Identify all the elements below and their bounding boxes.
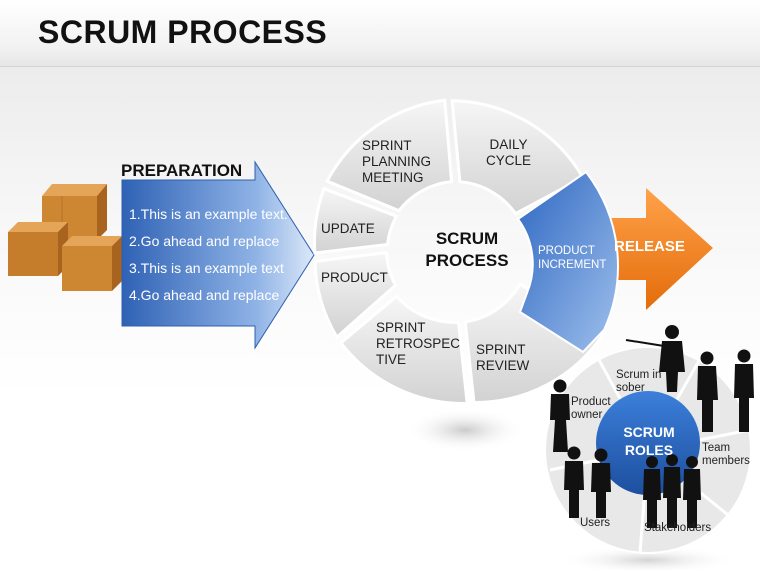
label-line: TIVE bbox=[376, 352, 407, 367]
segment-product bbox=[313, 250, 398, 340]
role-product-owner: Product owner bbox=[571, 396, 611, 422]
label-line: REVIEW bbox=[476, 358, 530, 373]
preparation-item: 3.This is an example text bbox=[129, 260, 284, 276]
cycle-center-label: SCRUM PROCESS bbox=[414, 228, 520, 272]
release-arrow bbox=[600, 188, 713, 310]
role-users: Users bbox=[580, 517, 611, 529]
label-line: owner bbox=[571, 409, 603, 421]
label-product-increment: PRODUCT INCREMENT bbox=[538, 244, 606, 272]
stakeholder-silhouette bbox=[683, 456, 701, 528]
team-member-silhouette bbox=[697, 351, 718, 432]
label-line: SPRINT bbox=[376, 320, 426, 335]
people-silhouettes bbox=[550, 325, 754, 528]
label-line: Team bbox=[702, 442, 731, 454]
label-line: members bbox=[702, 455, 750, 467]
label-line: Scrum in bbox=[616, 369, 662, 381]
roles-center-label: SCRUM ROLES bbox=[614, 423, 684, 459]
preparation-item: 4.Go ahead and replace bbox=[129, 287, 280, 303]
user-silhouette bbox=[564, 446, 584, 518]
preparation-title: PREPARATION bbox=[121, 161, 243, 180]
label-sprint-planning: SPRINT PLANNING MEETING bbox=[362, 138, 431, 186]
label-update: UPDATE bbox=[321, 221, 375, 236]
role-team-members: Team members bbox=[702, 442, 750, 468]
label-line: SCRUM bbox=[623, 424, 675, 440]
preparation-arrow bbox=[121, 160, 315, 350]
label-line: MEETING bbox=[362, 170, 424, 185]
label-line: PLANNING bbox=[362, 154, 432, 169]
preparation-item: 2.Go ahead and replace bbox=[129, 233, 280, 249]
label-line: CYCLE bbox=[486, 153, 532, 168]
label-product: PRODUCT bbox=[321, 270, 388, 285]
label-daily-cycle: DAILY CYCLE bbox=[486, 137, 531, 169]
package-boxes-icon bbox=[8, 184, 122, 291]
segment-sprint-retrospective bbox=[338, 294, 469, 406]
stakeholder-silhouette bbox=[663, 454, 681, 528]
header-bar bbox=[0, 0, 760, 67]
label-line: SCRUM bbox=[435, 229, 499, 248]
label-sprint-retrospective: SPRINT RETROSPEC TIVE bbox=[376, 320, 460, 368]
label-line: Product bbox=[571, 396, 611, 408]
label-line: ROLES bbox=[624, 442, 674, 458]
label-line: RETROSPEC bbox=[376, 336, 461, 351]
label-line: PROCESS bbox=[425, 251, 509, 270]
role-scrum-in-sober: Scrum in sober bbox=[616, 369, 661, 395]
presenter-silhouette bbox=[625, 325, 685, 392]
label-sprint-review: SPRINT REVIEW bbox=[476, 342, 529, 374]
product-owner-silhouette bbox=[550, 379, 570, 452]
team-member-silhouette bbox=[734, 349, 754, 432]
segment-daily-cycle bbox=[450, 99, 585, 216]
user-silhouette bbox=[591, 448, 611, 518]
segment-sprint-review bbox=[463, 281, 605, 405]
label-line: DAILY bbox=[489, 137, 528, 152]
label-line: SPRINT bbox=[476, 342, 526, 357]
label-line: SPRINT bbox=[362, 138, 412, 153]
release-label: RELEASE bbox=[614, 238, 685, 255]
cycle-shadow bbox=[405, 408, 525, 452]
label-line: PRODUCT bbox=[538, 245, 595, 257]
label-line: sober bbox=[616, 382, 645, 394]
role-stakeholders: Stakeholders bbox=[644, 522, 712, 534]
segment-product-increment bbox=[516, 170, 619, 354]
preparation-item: 1.This is an example text. bbox=[129, 206, 288, 222]
segment-sprint-planning bbox=[325, 98, 454, 213]
roles-shadow bbox=[558, 546, 738, 570]
page-title: SCRUM PROCESS bbox=[38, 14, 328, 50]
segment-update bbox=[313, 186, 399, 255]
stakeholder-silhouette bbox=[643, 456, 661, 528]
scrum-cycle-ring bbox=[313, 98, 619, 406]
label-line: INCREMENT bbox=[538, 259, 607, 271]
